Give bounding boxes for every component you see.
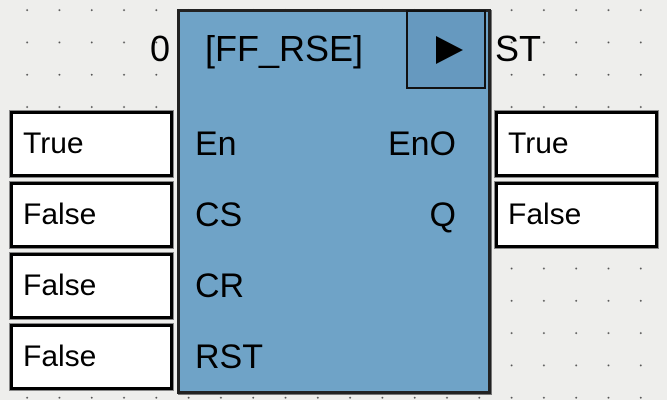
run-button[interactable]: [406, 10, 486, 89]
input-cr-value[interactable]: False: [10, 253, 173, 319]
pin-rst: RST: [195, 338, 263, 376]
input-rst-value-text: False: [23, 340, 97, 373]
input-cr-value-text: False: [23, 269, 97, 302]
output-variable-label: ST: [495, 28, 542, 69]
output-eno-value-text: True: [508, 127, 569, 160]
pin-en: En: [195, 125, 237, 163]
input-cs-value[interactable]: False: [10, 182, 173, 248]
pin-cr: CR: [195, 267, 245, 305]
input-cs-value-text: False: [23, 198, 97, 231]
block-type-name: [FF_RSE]: [205, 28, 364, 69]
output-q-value-text: False: [508, 198, 582, 231]
pin-q: Q: [429, 196, 456, 234]
pin-eno: EnO: [387, 125, 456, 163]
input-en-value[interactable]: True: [10, 111, 173, 177]
play-triangle-icon: [436, 36, 463, 64]
input-rst-value[interactable]: False: [10, 324, 173, 390]
output-eno-value[interactable]: True: [495, 111, 658, 177]
instance-value-label: 0: [150, 28, 171, 69]
output-q-value[interactable]: False: [495, 182, 658, 248]
input-en-value-text: True: [23, 127, 84, 160]
pin-cs: CS: [195, 196, 243, 234]
